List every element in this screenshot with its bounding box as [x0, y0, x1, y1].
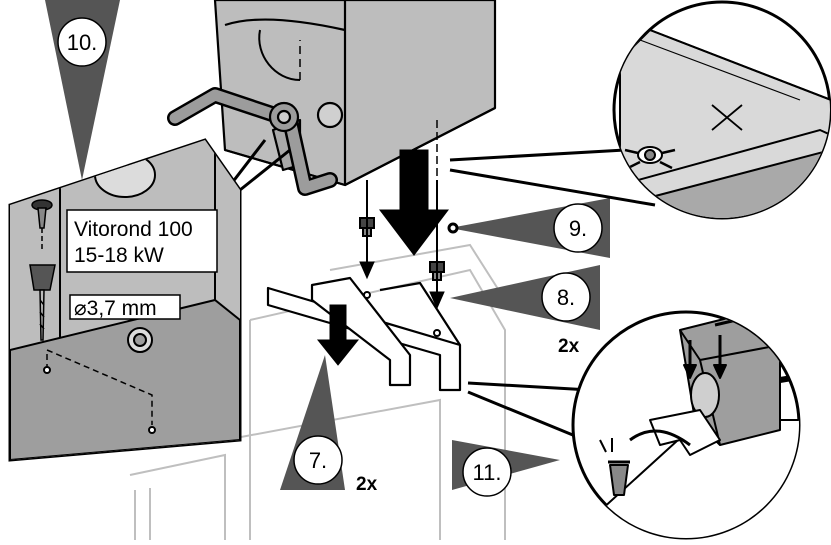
leader-lines — [213, 139, 656, 442]
callout-model: Vitorond 100 — [74, 218, 193, 241]
detail-11-inset — [571, 310, 801, 540]
cross-out-icon — [711, 104, 743, 131]
burner-unit — [167, 0, 497, 196]
step-7-label: 7. — [309, 448, 327, 473]
step-10-label: 10. — [67, 30, 98, 55]
step-9-badge: 9. — [553, 203, 603, 253]
step-7-multiplier: 2x — [356, 474, 378, 495]
detail-9-inset — [612, 0, 831, 220]
step-10-badge: 10. — [57, 17, 107, 67]
waste-bin-icon — [609, 464, 629, 496]
step-11-label: 11. — [473, 460, 502, 485]
down-arrow-icon — [316, 120, 450, 366]
step-8-badge: 8. — [541, 272, 591, 322]
callout-drill-size: ⌀3,7 mm — [74, 297, 157, 320]
step-labels: 10. 9. 8. 7. 11. 2x 2x — [57, 17, 603, 497]
step-8-multiplier: 2x — [558, 336, 580, 357]
callout-box: Vitorond 100 15-18 kW ⌀3,7 mm — [66, 209, 218, 320]
step-9-label: 9. — [569, 216, 587, 241]
step-11-badge: 11. — [462, 447, 512, 497]
step-7-badge: 7. — [293, 435, 343, 485]
screw-icon — [29, 199, 56, 341]
callout-power: 15-18 kW — [74, 244, 164, 267]
step-8-label: 8. — [557, 285, 575, 310]
